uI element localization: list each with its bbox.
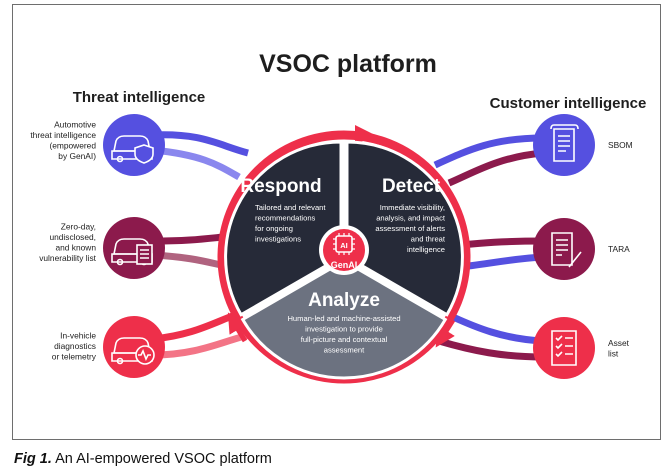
threat-input-1-line: by GenAI) bbox=[58, 151, 96, 161]
threat-input-3-line: In-vehicle bbox=[60, 331, 96, 341]
left-input-3 bbox=[103, 316, 165, 378]
detect-description-line: assessment of alerts bbox=[375, 224, 445, 233]
genai-label: GenAI bbox=[331, 260, 358, 270]
detect-segment bbox=[345, 140, 464, 317]
respond-description-line: for ongoing bbox=[255, 224, 293, 233]
analyze-description-line: Human-led and machine-assisted bbox=[287, 314, 400, 323]
chip-icon bbox=[333, 233, 355, 255]
car-shield-icon bbox=[111, 135, 154, 164]
customer-intelligence-heading: Customer intelligence bbox=[490, 95, 647, 112]
chip-text: AI bbox=[340, 241, 348, 250]
scroll-document-icon bbox=[550, 124, 579, 162]
document-pen-icon bbox=[551, 232, 582, 268]
right-input-1 bbox=[533, 114, 595, 176]
right-band-2a bbox=[460, 237, 544, 249]
ring-arrow-lower-right bbox=[435, 318, 456, 348]
right-band-3b bbox=[438, 337, 544, 361]
right-band-1b bbox=[447, 149, 544, 187]
left-band-1a bbox=[152, 131, 249, 157]
right-input-2 bbox=[533, 218, 595, 280]
threat-input-2-line: Zero-day, bbox=[61, 221, 96, 231]
customer-input-3-line: list bbox=[608, 348, 619, 358]
detect-description-line: and threat bbox=[411, 235, 446, 244]
caption-text: An AI-empowered VSOC platform bbox=[51, 451, 272, 467]
analyze-description: Human-led and machine-assisted investigat… bbox=[287, 314, 400, 355]
detect-description-line: analysis, and impact bbox=[376, 214, 446, 223]
threat-input-2-line: and known bbox=[55, 242, 96, 252]
vsoc-platform-diagram: AI GenAI Respond Tailored and relevant re… bbox=[30, 50, 647, 384]
respond-description-line: investigations bbox=[255, 235, 301, 244]
right-input-3 bbox=[533, 317, 595, 379]
ring-arrow-lower-left bbox=[227, 312, 248, 343]
figure-frame: AI GenAI Respond Tailored and relevant re… bbox=[12, 4, 661, 440]
threat-intelligence-heading: Threat intelligence bbox=[73, 89, 206, 106]
left-input-1 bbox=[103, 114, 165, 176]
customer-input-1-line: SBOM bbox=[608, 140, 633, 150]
analyze-description-line: investigation to provide bbox=[305, 325, 383, 334]
threat-input-3-line: or telemetry bbox=[52, 352, 97, 362]
respond-description-line: recommendations bbox=[255, 214, 316, 223]
left-band-3a bbox=[152, 311, 237, 343]
analyze-description-line: full-picture and contextual bbox=[301, 335, 388, 344]
analyze-description-line: assessment bbox=[324, 346, 365, 355]
analyze-title: Analyze bbox=[308, 290, 380, 311]
diagram-title: VSOC platform bbox=[259, 50, 437, 78]
customer-input-3-line: Asset bbox=[608, 338, 630, 348]
analyze-segment bbox=[240, 259, 448, 380]
threat-input-1-line: threat intelligence bbox=[30, 130, 96, 140]
left-input-2 bbox=[103, 217, 165, 279]
threat-input-2-line: vulnerability list bbox=[39, 253, 96, 263]
detect-description-line: intelligence bbox=[407, 245, 445, 254]
respond-description: Tailored and relevant recommendationsfor … bbox=[255, 203, 326, 244]
threat-input-1-line: (empowered bbox=[49, 140, 96, 150]
customer-input-2-line: TARA bbox=[608, 244, 630, 254]
figure-label: Fig 1. bbox=[14, 451, 52, 467]
left-band-1b bbox=[152, 146, 241, 181]
detect-description-line: Immediate visibility, bbox=[380, 203, 445, 212]
right-band-3a bbox=[451, 313, 544, 345]
threat-input-1-line: Automotive bbox=[54, 119, 96, 129]
threat-input-2-line: undisclosed, bbox=[49, 232, 96, 242]
detect-title: Detect bbox=[382, 176, 441, 197]
car-list-icon bbox=[111, 238, 153, 266]
respond-description-line: Tailored and relevant bbox=[255, 203, 326, 212]
respond-title: Respond bbox=[240, 176, 321, 197]
figure-caption: Fig 1. An AI-empowered VSOC platform bbox=[14, 451, 272, 467]
right-band-2b bbox=[458, 253, 544, 271]
respond-segment bbox=[224, 140, 343, 317]
car-pulse-icon bbox=[111, 337, 155, 365]
right-band-1a bbox=[433, 134, 544, 169]
checklist-icon bbox=[551, 330, 577, 366]
detect-description: Immediate visibility, analysis, and impac… bbox=[375, 203, 446, 254]
threat-input-3-line: diagnostics bbox=[54, 341, 96, 351]
